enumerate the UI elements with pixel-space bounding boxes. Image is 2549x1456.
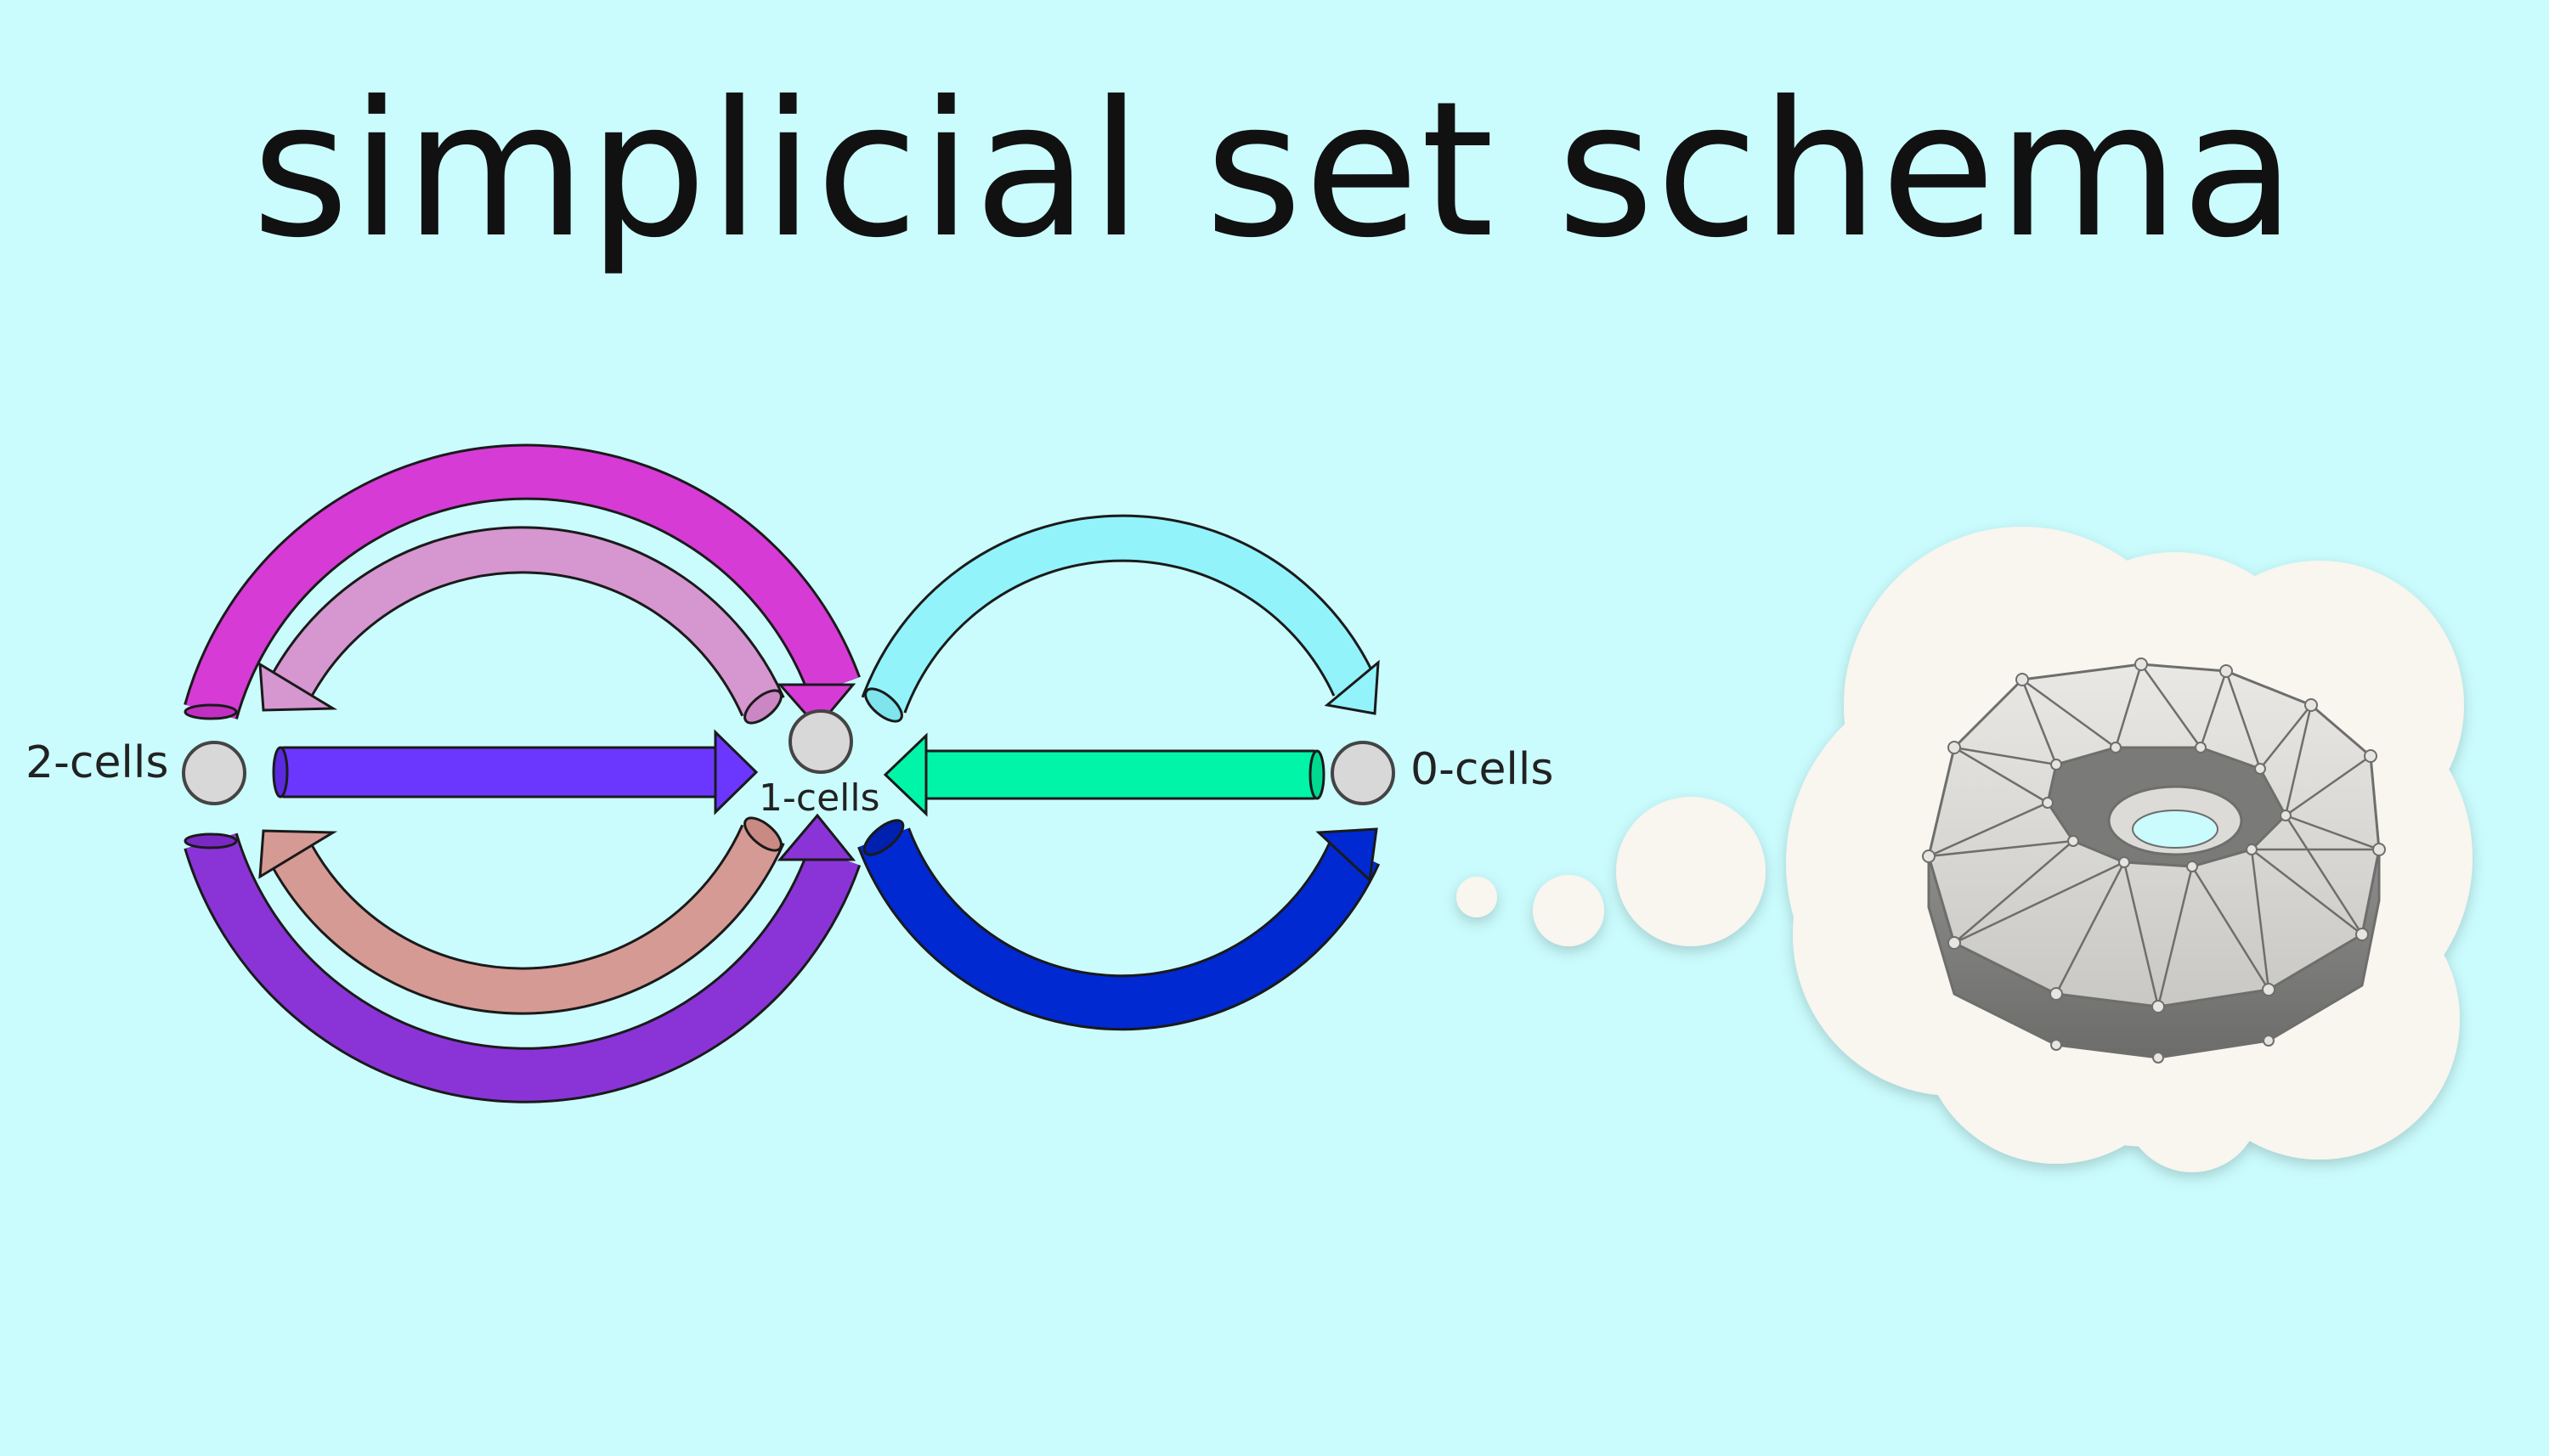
one-cells-node <box>788 709 853 774</box>
zero-cells-node <box>1331 741 1395 805</box>
inner-bottom-left-arrow <box>258 816 785 1015</box>
torus-mesh-icon <box>1922 657 2386 1064</box>
straight-left-arrow <box>272 729 759 815</box>
two-cells-node <box>182 741 246 805</box>
one-cells-label: 1-cells <box>759 776 880 820</box>
bottom-right-arrow <box>857 819 1381 1031</box>
outer-bottom-arrow <box>184 813 862 1103</box>
thought-bubbles <box>1456 797 1766 946</box>
two-cells-label: 2-cells <box>25 737 169 788</box>
zero-cells-label: 0-cells <box>1410 744 1554 795</box>
page-title: simplicial set schema <box>252 61 2297 279</box>
outer-top-arrow <box>184 443 861 730</box>
inner-top-left-arrow <box>258 526 785 725</box>
top-right-arrow <box>861 514 1380 723</box>
straight-right-arrow <box>883 732 1325 817</box>
